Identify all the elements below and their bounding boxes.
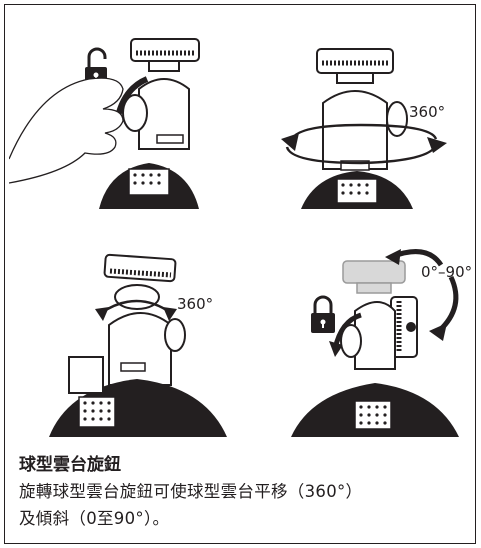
illustration-unlock-knob	[9, 9, 245, 209]
caption: 球型雲台旋鈕 旋轉球型雲台旋鈕可使球型雲台平移（360°） 及傾斜（0至90°）…	[19, 452, 469, 532]
illustration-pan-360-tilted: 360°	[9, 237, 245, 437]
illustration-tilt-lock: 0°–90°	[251, 237, 475, 437]
tilt-angle-label: 0°–90°	[421, 263, 472, 281]
pan-angle-label: 360°	[177, 295, 213, 313]
instruction-frame: 360° 360°	[4, 4, 476, 544]
caption-title: 球型雲台旋鈕	[19, 455, 121, 475]
illustration-pan-360: 360°	[251, 9, 475, 209]
locked-padlock-icon	[311, 295, 335, 333]
caption-body-line2: 及傾斜（0至90°）。	[19, 509, 170, 528]
caption-body-line1: 旋轉球型雲台旋鈕可使球型雲台平移（360°）	[19, 482, 363, 501]
pan-angle-label: 360°	[409, 103, 445, 121]
